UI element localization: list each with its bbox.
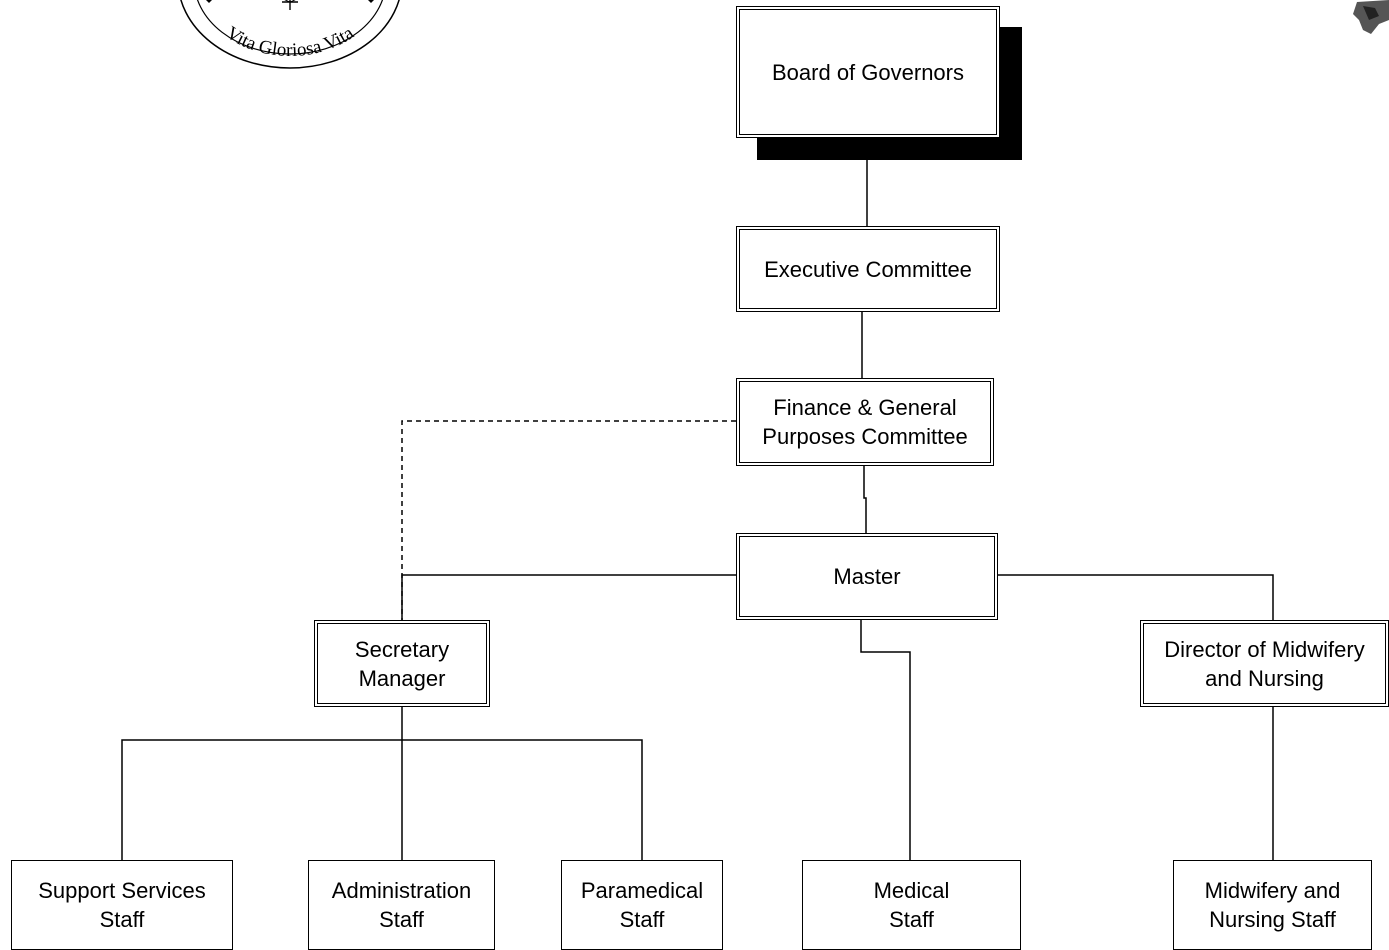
crest-logo: Vita Gloriosa Vita [180, 0, 400, 69]
node-label: Board of Governors [772, 59, 964, 85]
node-label: Secretary Manager [354, 636, 450, 691]
node-midwifery-nursing-staff[interactable]: Midwifery and Nursing Staff [1173, 860, 1372, 950]
node-finance-general-purposes-committee[interactable]: Finance & General Purposes Committee [736, 378, 994, 466]
node-label: Director of Midwifery and Nursing [1164, 636, 1365, 691]
node-master[interactable]: Master [736, 533, 998, 620]
node-executive-committee[interactable]: Executive Committee [736, 226, 1000, 312]
node-label: Administration Staff [331, 878, 472, 932]
node-support-services-staff[interactable]: Support Services Staff [11, 860, 233, 950]
node-paramedical-staff[interactable]: Paramedical Staff [561, 860, 723, 950]
node-label: Executive Committee [764, 256, 972, 282]
node-administration-staff[interactable]: Administration Staff [308, 860, 495, 950]
node-board-of-governors[interactable]: Board of Governors [736, 6, 1000, 138]
node-medical-staff[interactable]: Medical Staff [802, 860, 1021, 950]
node-label: Medical Staff [873, 878, 950, 932]
node-label: Support Services Staff [38, 878, 206, 932]
node-label: Paramedical Staff [580, 878, 704, 932]
node-label: Master [833, 564, 901, 589]
node-label: Midwifery and Nursing Staff [1204, 878, 1341, 932]
node-secretary-manager[interactable]: Secretary Manager [314, 620, 490, 707]
node-director-midwifery-nursing[interactable]: Director of Midwifery and Nursing [1140, 620, 1389, 707]
node-label: Finance & General Purposes Committee [762, 395, 968, 449]
corner-mark-icon [1353, 0, 1389, 34]
